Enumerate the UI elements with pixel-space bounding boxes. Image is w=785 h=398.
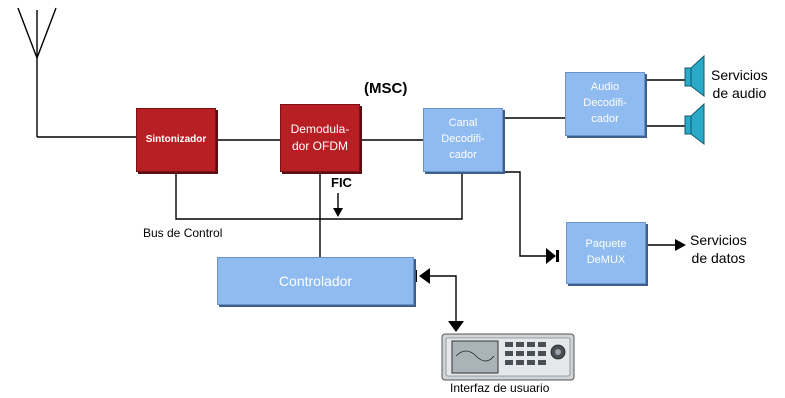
fic-arrowhead — [333, 208, 343, 217]
antenna-icon — [17, 7, 57, 137]
controlador-connector — [414, 270, 417, 282]
paquete-demux-block: Paquete DeMUX — [566, 222, 646, 284]
bus-de-control-label: Bus de Control — [143, 226, 223, 240]
controlador-arrowhead — [419, 268, 430, 284]
paquete-connector — [556, 250, 559, 262]
canal-decodificador-label: Canal Decodifi- cador — [441, 117, 485, 161]
line-canal-paquete — [503, 171, 554, 257]
servicios-audio-label: Servicios de audio — [711, 67, 768, 102]
audio-decodificador-block: Audio Decodifi- cador — [565, 72, 645, 136]
line-controlador-interfaz — [424, 275, 457, 324]
controlador-label: Controlador — [278, 272, 353, 289]
sintonizador-block: Sintonizador — [136, 108, 216, 172]
radio-receiver-icon — [441, 333, 575, 381]
demodulador-label: Demodula- dor OFDM — [290, 121, 350, 153]
demodulador-block: Demodula- dor OFDM — [280, 104, 360, 172]
paquete-arrowhead — [546, 248, 556, 264]
canal-decodificador-block: Canal Decodifi- cador — [423, 108, 503, 172]
sintonizador-label: Sintonizador — [145, 133, 207, 145]
paquete-demux-label: Paquete DeMUX — [585, 238, 627, 266]
controlador-block: Controlador — [217, 257, 414, 305]
msc-label: (MSC) — [364, 80, 408, 97]
datos-arrowhead — [675, 239, 686, 251]
servicios-datos-label: Servicios de datos — [690, 232, 747, 267]
speaker-icon — [684, 54, 705, 98]
audio-decodificador-label: Audio Decodifi- cador — [583, 81, 627, 125]
control-bus — [175, 172, 463, 220]
speaker-icon — [684, 102, 705, 146]
interfaz-arrowhead — [448, 321, 464, 332]
interfaz-de-usuario-label: Interfaz de usuario — [450, 381, 550, 395]
fic-label: FIC — [331, 175, 352, 190]
